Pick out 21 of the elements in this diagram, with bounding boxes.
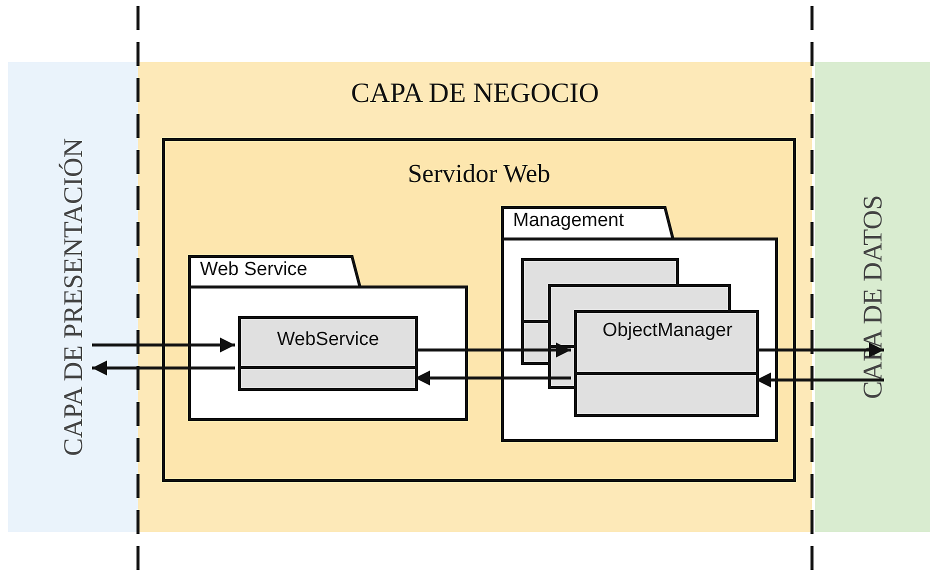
server-title: Servidor Web [406, 159, 552, 189]
uml-class-stack [521, 258, 759, 417]
uml-package [188, 255, 468, 421]
class-name: WebService [276, 329, 380, 351]
arrow [415, 342, 571, 358]
arrow [415, 370, 571, 386]
arrow [92, 360, 235, 376]
layer-band [8, 62, 138, 532]
server-box [162, 138, 796, 482]
package-label: Web Service [200, 259, 308, 281]
layer-band [815, 62, 930, 532]
class-name: ObjectManager [602, 320, 734, 342]
layer-title: CAPA DE NEGOCIO [350, 78, 600, 110]
arrow [92, 338, 235, 352]
arrow [756, 372, 884, 388]
arrow [756, 342, 884, 358]
uml-class-box [238, 316, 418, 391]
layer-title: CAPA DE PRESENTACIÓN [57, 137, 89, 458]
package-label: Management [513, 210, 624, 232]
uml-package [501, 206, 778, 442]
layer-band [138, 62, 812, 532]
